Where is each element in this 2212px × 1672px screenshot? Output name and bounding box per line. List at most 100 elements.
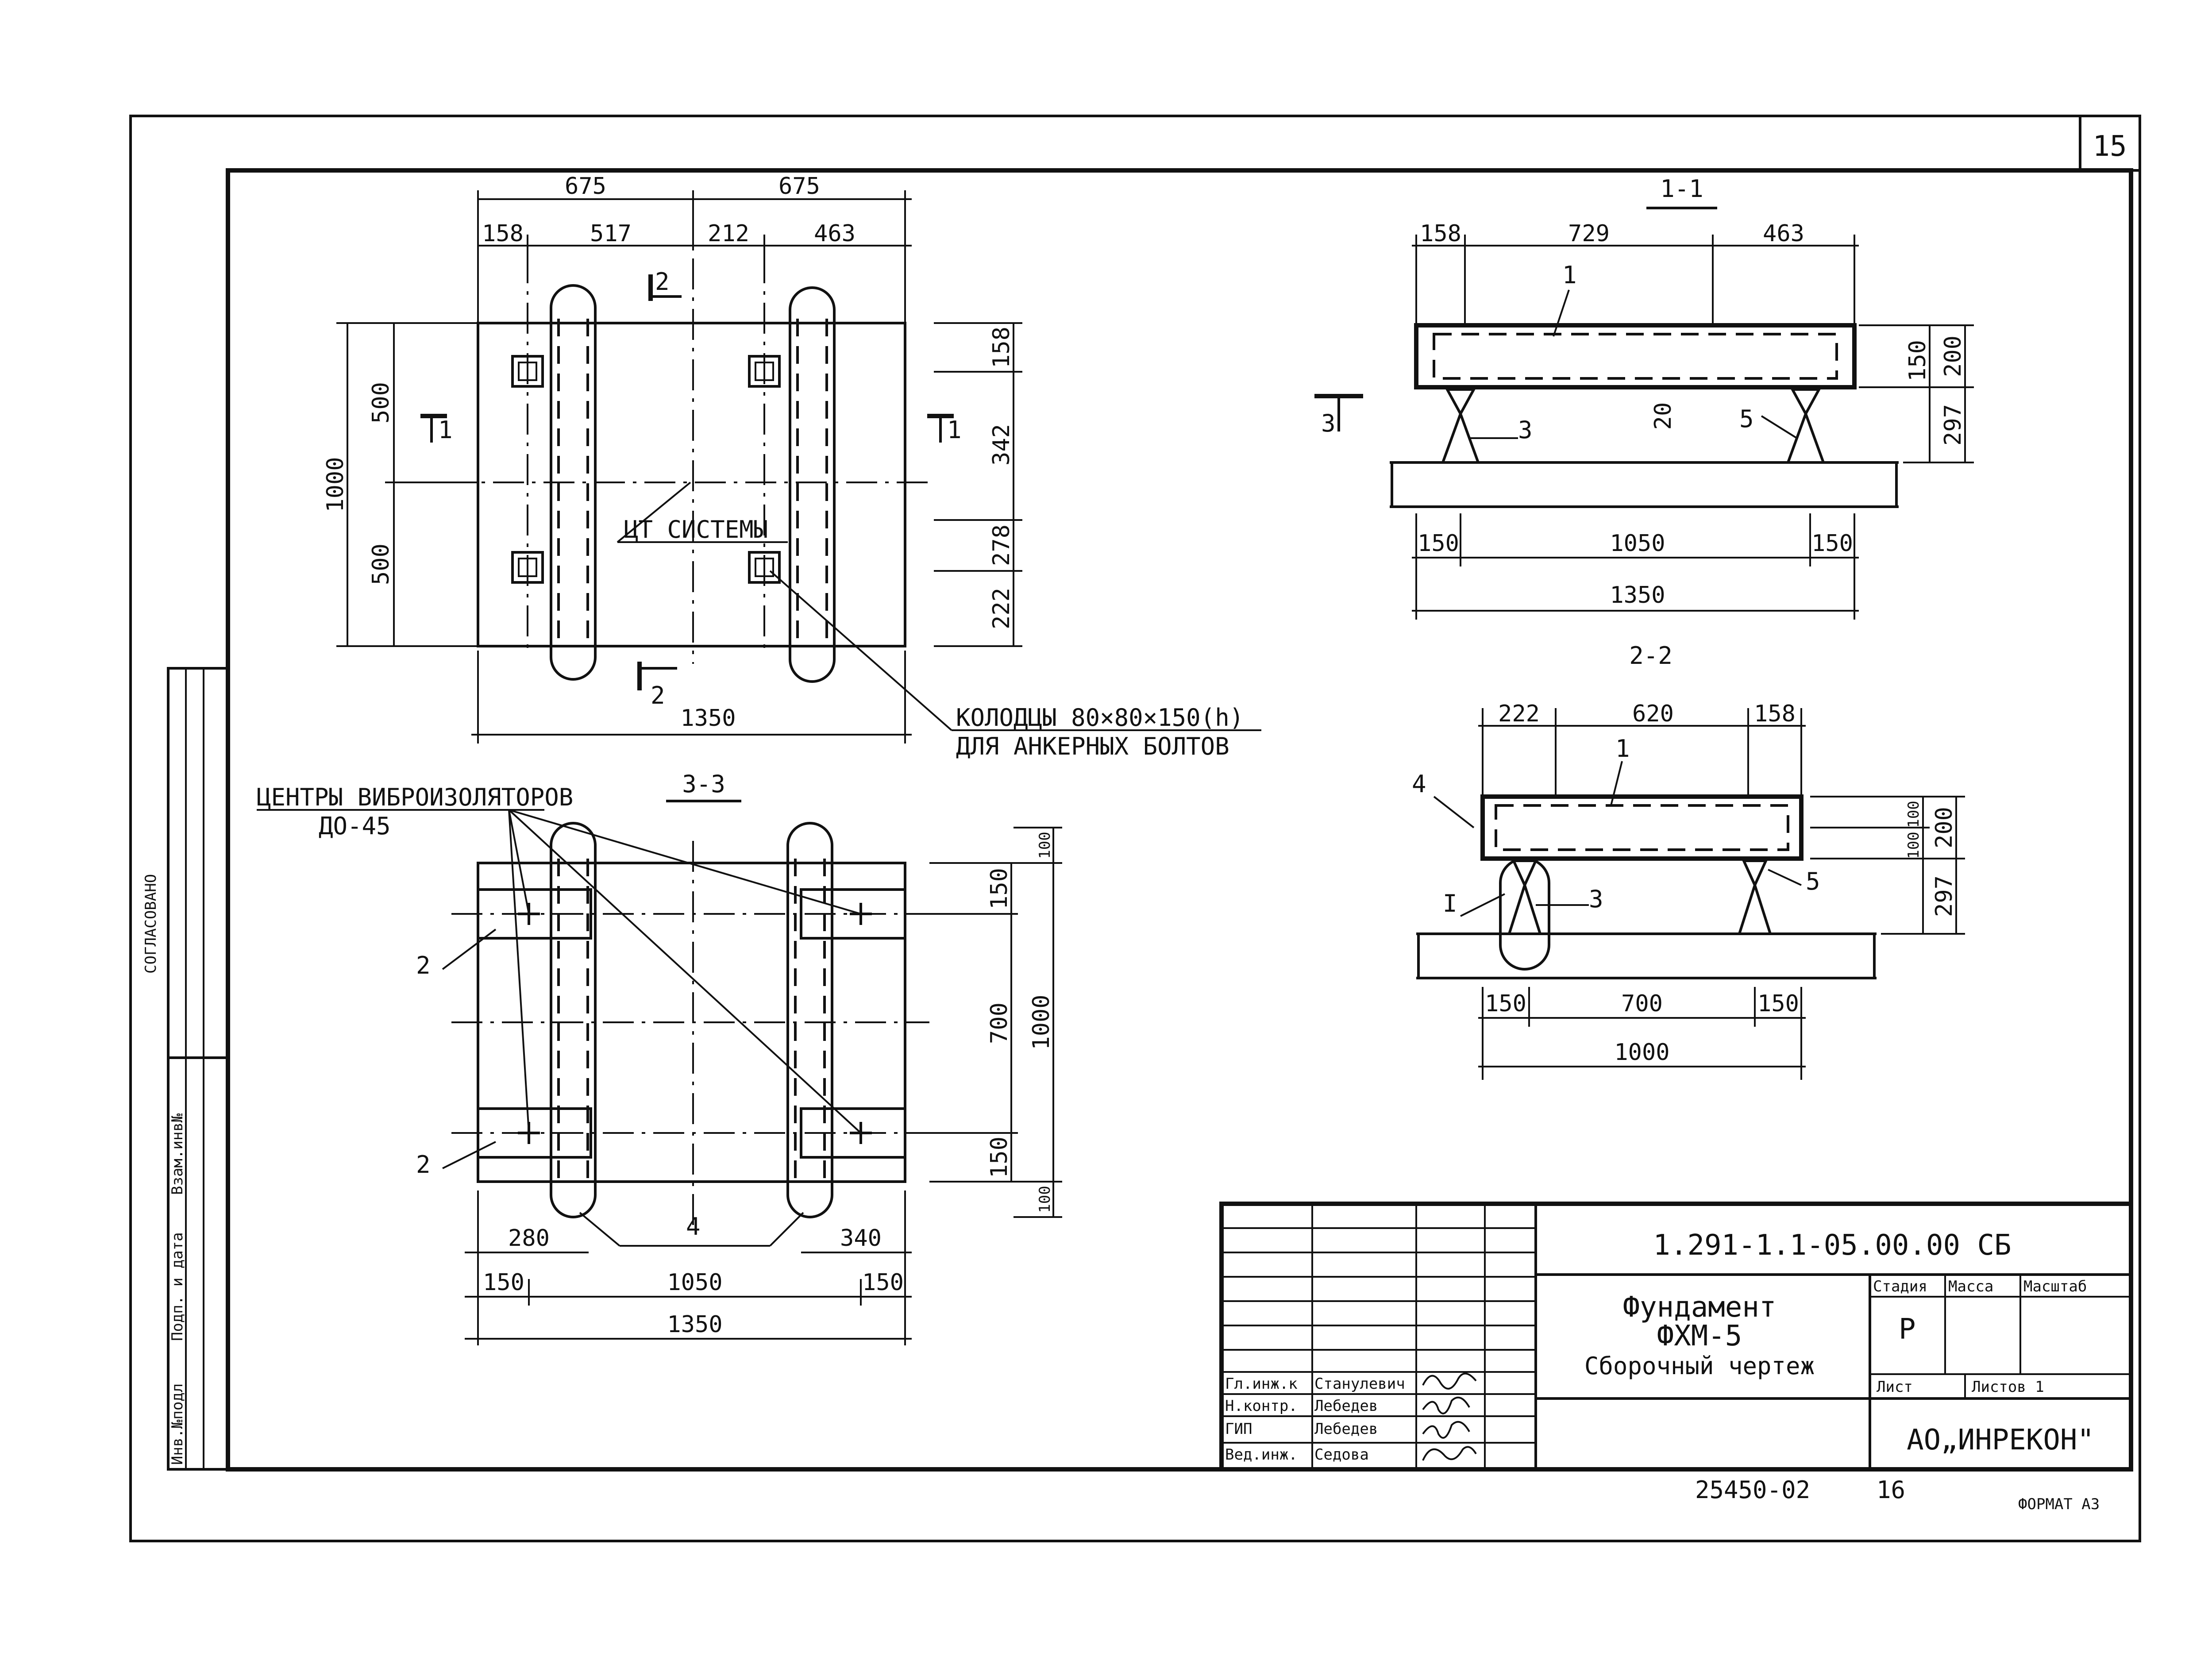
signer-role-4: Вед.инж. (1225, 1446, 1298, 1464)
dim-463: 463 (814, 220, 856, 247)
dim-158-right: 158 (988, 327, 1015, 368)
page-number: 15 (2093, 130, 2127, 163)
dim-3-3-280: 280 (508, 1225, 550, 1252)
section-2-2: 2-2 222 620 158 100 100 200 297 (1412, 642, 1965, 1080)
note-isolator-centers: ЦЕНТРЫ ВИБРОИЗОЛЯТОРОВ (257, 783, 573, 811)
vibro-isolator-right (1737, 859, 1773, 935)
sheet-label: Лист (1877, 1378, 1913, 1396)
dim-3-3-150-r: 150 (862, 1269, 904, 1296)
dim-1-1-b150-r: 150 (1811, 530, 1853, 557)
col-scale: Масштаб (2023, 1278, 2087, 1295)
section-mark-2-top: 2 (648, 268, 682, 301)
dim-2-2-297: 297 (1931, 875, 1958, 917)
signature-scribble (1422, 1372, 1477, 1390)
sheets-label: Листов 1 (1972, 1378, 2044, 1396)
dim-3-3-700: 700 (986, 1002, 1013, 1044)
dim-158: 158 (482, 220, 524, 247)
signer-role-1: Гл.инж.к (1225, 1375, 1298, 1393)
anchor-well (748, 355, 781, 388)
col-stage: Стадия (1873, 1278, 1927, 1295)
vibro-isolator-right (1786, 388, 1826, 464)
dim-2-2-620: 620 (1632, 701, 1674, 727)
section-2-2-slab (1480, 794, 1804, 861)
side-stamp-label: СОГЛАСОВАНО (142, 874, 160, 974)
dim-1-1-20: 20 (1650, 402, 1676, 430)
product-name-2: ФХМ-5 (1657, 1320, 1742, 1352)
section-1-1-slab (1414, 323, 1857, 389)
dim-3-3-100-top: 100 (1036, 832, 1054, 859)
note-wells-2: ДЛЯ АНКЕРНЫХ БОЛТОВ (956, 732, 1229, 760)
dim-675-left: 675 (565, 173, 606, 200)
callout-3-3-4: 4 (686, 1213, 701, 1241)
dim-3-3-100-bottom: 100 (1036, 1186, 1054, 1213)
vibro-isolator-left (1507, 859, 1542, 935)
dim-2-2-222: 222 (1498, 701, 1540, 727)
vibro-isolator-left (1441, 388, 1480, 464)
footer-format: ФОРМАТ А3 (2018, 1495, 2100, 1513)
note-cg: ЦТ СИСТЕМЫ (624, 516, 768, 543)
dim-2-2-b150-l: 150 (1485, 990, 1526, 1017)
dim-2-2-b150-r: 150 (1757, 990, 1799, 1017)
signer-name-1: Станулевич (1314, 1375, 1405, 1393)
outer-frame (129, 115, 2141, 1542)
plan-slot-right (789, 286, 836, 683)
company-name: АО„ИНРЕКОН" (1907, 1424, 2094, 1456)
callout-1-1-3: 3 (1518, 416, 1533, 444)
callout-2-2-3: 3 (1589, 885, 1603, 913)
side-stamp: СОГЛАСОВАНО Инв.№подл Подп. и дата Взам.… (142, 667, 229, 1471)
anchor-well (511, 551, 544, 584)
dim-1000: 1000 (322, 457, 349, 512)
section-2-2-title: 2-2 (1629, 642, 1672, 670)
dim-3-3-1000: 1000 (1028, 994, 1055, 1050)
anchor-well (748, 551, 781, 584)
dim-222: 222 (988, 588, 1015, 629)
dim-2-2-b700: 700 (1621, 990, 1663, 1017)
signature-scribble (1422, 1396, 1470, 1414)
dim-212: 212 (708, 220, 749, 247)
title-block: Гл.инж.к Станулевич Н.контр. Лебедев ГИП… (1219, 1202, 2133, 1472)
side-col-inv: Инв.№подл (169, 1383, 186, 1465)
section-mark-3: 3 (1314, 394, 1363, 437)
svg-text:1: 1 (947, 416, 962, 444)
section-3-3-slot-right (786, 822, 833, 1218)
dim-675-right: 675 (778, 173, 820, 200)
isolator-pad (477, 1107, 592, 1159)
stage-value: Р (1899, 1313, 1916, 1346)
section-mark-1-right: 1 (927, 414, 962, 444)
callout-3-3-2-top: 2 (416, 952, 431, 979)
svg-text:2: 2 (651, 682, 665, 709)
dim-2-2-100-b: 100 (1905, 832, 1923, 859)
callout-1-1-1: 1 (1562, 261, 1577, 289)
plan-view: 675 675 158 517 212 463 1000 500 500 158… (322, 173, 1261, 760)
note-wells-1: КОЛОДЦЫ 80×80×150(h) (956, 704, 1244, 732)
dim-3-3-150-top: 150 (986, 868, 1013, 909)
dim-3-3-1050: 1050 (667, 1269, 722, 1296)
callout-2-2-4: 4 (1412, 770, 1426, 798)
note-isolator-type: ДО-45 (319, 812, 391, 840)
signer-role-3: ГИП (1225, 1420, 1252, 1438)
dim-2-2-158: 158 (1754, 701, 1796, 727)
section-2-2-slot (1499, 857, 1550, 971)
dim-517: 517 (590, 220, 632, 247)
svg-text:2: 2 (655, 268, 670, 296)
dim-1-1-b150-l: 150 (1418, 530, 1459, 557)
callout-2-2-1: 1 (1615, 735, 1630, 763)
section-1-1: 1-1 158 729 463 150 200 297 20 (1314, 175, 1974, 620)
signer-name-2: Лебедев (1314, 1397, 1378, 1415)
dim-1-1-200: 200 (1940, 335, 1966, 377)
plan-outline (477, 322, 906, 647)
col-mass: Масса (1948, 1278, 1993, 1295)
isolator-pad (477, 888, 592, 940)
isolator-pad (800, 1107, 906, 1159)
dim-3-3-150-bottom: 150 (986, 1136, 1013, 1178)
dim-1-1-297: 297 (1940, 404, 1966, 446)
isolator-pad (800, 888, 906, 940)
dim-1-1-b1050: 1050 (1610, 530, 1665, 557)
product-name-3: Сборочный чертеж (1584, 1352, 1815, 1380)
signature-scribble (1422, 1421, 1470, 1439)
section-1-1-title: 1-1 (1660, 175, 1703, 203)
section-3-3: 3-3 ЦЕНТРЫ ВИБРОИЗОЛЯТОРОВ ДО-45 (257, 770, 1062, 1345)
anchor-well (511, 355, 544, 388)
dim-500-top: 500 (368, 382, 394, 424)
